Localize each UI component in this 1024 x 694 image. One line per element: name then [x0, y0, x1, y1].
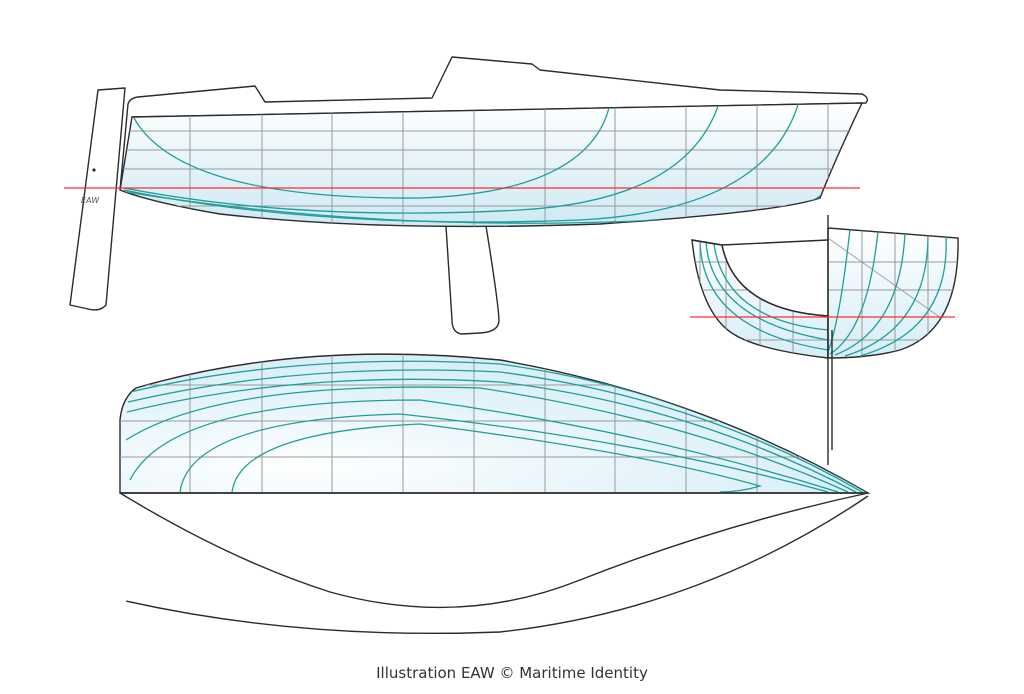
rudder-mark: EAW [81, 196, 100, 205]
rudder [69, 87, 126, 311]
deck-cabin [119, 56, 869, 191]
body-plan-view [690, 215, 959, 465]
hull-profile [119, 102, 864, 228]
plan-view [119, 353, 871, 494]
illustration-credit: Illustration EAW © Maritime Identity [376, 664, 648, 682]
hull-plan [119, 353, 871, 494]
profile-grid [120, 103, 862, 227]
profile-view: EAW [64, 56, 869, 335]
deck-plan-curves [119, 492, 869, 635]
keel-fin [445, 225, 500, 335]
rudder-pin [92, 168, 96, 172]
